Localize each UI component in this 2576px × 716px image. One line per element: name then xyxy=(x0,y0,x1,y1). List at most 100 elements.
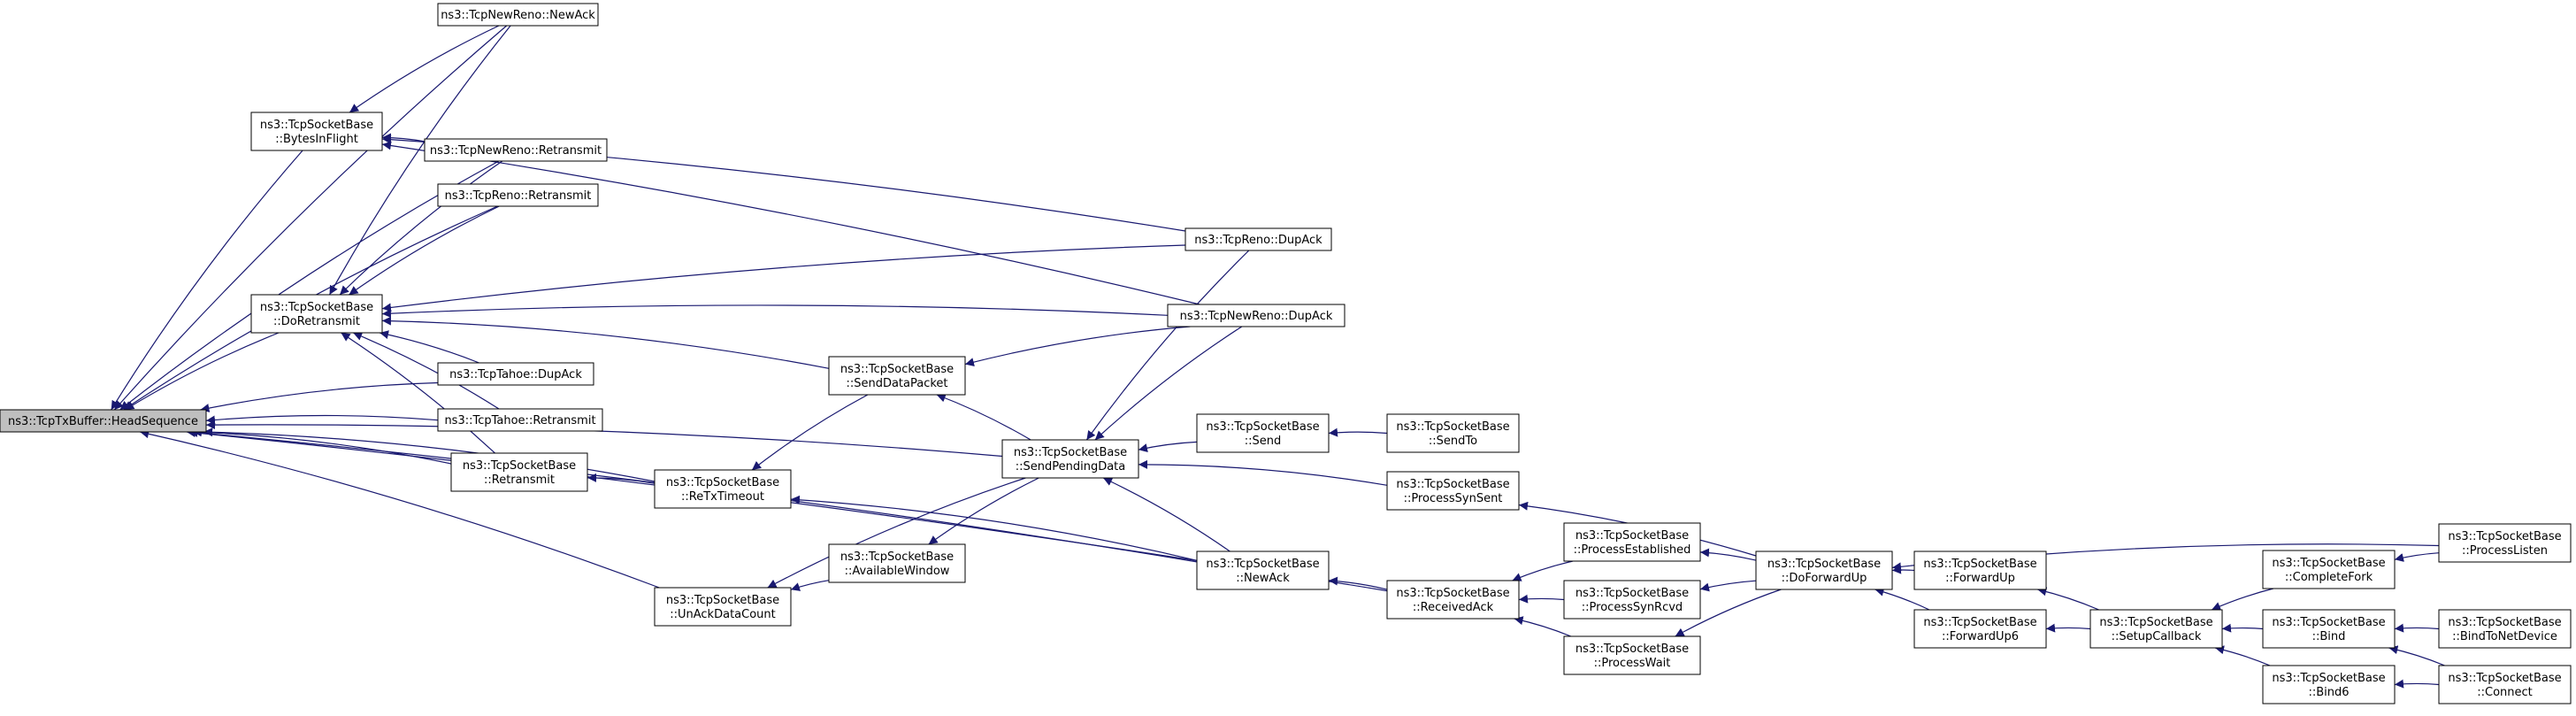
node-ns3-tcpsocketbase-availablewindow[interactable]: ns3::TcpSocketBase::AvailableWindow xyxy=(828,543,966,583)
node-ns3-tcpsocketbase-setupcallback[interactable]: ns3::TcpSocketBase::SetupCallback xyxy=(2089,609,2223,649)
edge-line xyxy=(1102,477,1230,552)
node-label: ::SendTo xyxy=(1429,435,1477,448)
edge-nrnewack-to-doret xyxy=(328,25,511,296)
node-box xyxy=(1386,413,1520,453)
node-ns3-tcpsocketbase-bytesinflight[interactable]: ns3::TcpSocketBase::BytesInFlight xyxy=(250,112,383,151)
node-ns3-tcpsocketbase-processsynrcvd[interactable]: ns3::TcpSocketBase::ProcessSynRcvd xyxy=(1563,580,1701,620)
node-ns3-tcpsocketbase-bind6[interactable]: ns3::TcpSocketBase::Bind6 xyxy=(2262,665,2396,704)
node-box xyxy=(450,452,588,492)
node-ns3-tcpsocketbase-forwardup[interactable]: ns3::TcpSocketBase::ForwardUp xyxy=(1913,550,2047,590)
node-label: ::CompleteFork xyxy=(2285,571,2373,584)
node-label: ::Bind6 xyxy=(2308,686,2349,699)
node-label: ns3::TcpSocketBase xyxy=(840,363,954,376)
node-ns3-tcpnewreno-newack[interactable]: ns3::TcpNewReno::NewAck xyxy=(437,3,599,27)
edge-line xyxy=(349,205,500,296)
node-label: ::AvailableWindow xyxy=(845,565,950,578)
node-label: ns3::TcpReno::DupAck xyxy=(1194,234,1322,247)
edge-line xyxy=(751,394,869,471)
node-ns3-tcpsocketbase-completefork[interactable]: ns3::TcpSocketBase::CompleteFork xyxy=(2262,550,2396,589)
node-ns3-tcpnewreno-dupack[interactable]: ns3::TcpNewReno::DupAck xyxy=(1167,304,1346,327)
edge-pwait-to-recvack xyxy=(1514,616,1572,637)
edge-sbret-to-doret xyxy=(341,332,495,454)
node-label: ns3::TcpSocketBase xyxy=(1576,643,1689,656)
node-ns3-tcpsocketbase-send[interactable]: ns3::TcpSocketBase::Send xyxy=(1196,413,1330,453)
node-label: ns3::TcpSocketBase xyxy=(1396,587,1509,600)
node-label: ::ForwardUp6 xyxy=(1942,630,2019,643)
node-box xyxy=(1563,522,1701,562)
node-ns3-tcpsocketbase-sendpendingdata[interactable]: ns3::TcpSocketBase::SendPendingData xyxy=(1001,439,1139,479)
node-label: ::ProcessSynRcvd xyxy=(1582,601,1683,614)
edge-spd-to-avail xyxy=(928,477,1039,545)
node-ns3-tcptxbuffer-headsequence[interactable]: ns3::TcpTxBuffer::HeadSequence xyxy=(0,409,207,433)
node-ns3-tcpsocketbase-unackdatacount[interactable]: ns3::TcpSocketBase::UnAckDataCount xyxy=(654,587,792,627)
edge-line xyxy=(586,473,656,484)
node-ns3-tcpsocketbase-senddatapacket[interactable]: ns3::TcpSocketBase::SendDataPacket xyxy=(828,356,966,396)
node-box xyxy=(250,112,383,151)
node-ns3-tcpnewreno-retransmit[interactable]: ns3::TcpNewReno::Retransmit xyxy=(424,138,608,162)
edge-nrdup-to-spd xyxy=(1094,326,1243,441)
node-label: ns3::TcpNewReno::NewAck xyxy=(441,9,595,22)
edge-line xyxy=(1518,594,1565,604)
node-ns3-tcpsocketbase-bind[interactable]: ns3::TcpSocketBase::Bind xyxy=(2262,609,2396,649)
edge-cfork-to-setcb xyxy=(2211,588,2274,611)
node-ns3-tcpsocketbase-processwait[interactable]: ns3::TcpSocketBase::ProcessWait xyxy=(1563,635,1701,675)
node-box xyxy=(1913,550,2047,590)
node-label: ns3::TcpTahoe::Retransmit xyxy=(444,414,595,427)
node-ns3-tcpsocketbase-bindtonetdevice[interactable]: ns3::TcpSocketBase::BindToNetDevice xyxy=(2438,609,2572,649)
node-ns3-tcpsocketbase-processsynsent[interactable]: ns3::TcpSocketBase::ProcessSynSent xyxy=(1386,471,1520,511)
function-nodes: ns3::TcpTxBuffer::HeadSequencens3::TcpSo… xyxy=(0,3,2572,704)
edge-line xyxy=(964,326,1191,366)
edge-line xyxy=(1514,616,1572,637)
node-label: ns3::TcpSocketBase xyxy=(2272,616,2385,629)
node-ns3-tcpsocketbase-connect[interactable]: ns3::TcpSocketBase::Connect xyxy=(2438,665,2572,704)
node-box xyxy=(1167,304,1346,327)
edge-line xyxy=(352,332,500,410)
node-label: ::Send xyxy=(1245,435,1282,448)
edge-line xyxy=(928,477,1039,545)
node-label: ::NewAck xyxy=(1236,572,1290,585)
node-ns3-tcpsocketbase-doforwardup[interactable]: ns3::TcpSocketBase::DoForwardUp xyxy=(1755,550,1893,590)
edge-tahoedup-to-doret xyxy=(379,330,479,364)
node-label: ::ProcessWait xyxy=(1594,657,1671,670)
edge-line xyxy=(1094,326,1243,441)
edge-nrnewack-to-head xyxy=(113,25,508,411)
edge-spd-to-head xyxy=(205,420,1003,458)
node-ns3-tcpreno-dupack[interactable]: ns3::TcpReno::DupAck xyxy=(1184,227,1332,251)
node-ns3-tcpsocketbase-sendto[interactable]: ns3::TcpSocketBase::SendTo xyxy=(1386,413,1520,453)
edge-line xyxy=(203,427,656,482)
node-ns3-tcptahoe-dupack[interactable]: ns3::TcpTahoe::DupAck xyxy=(437,362,594,386)
node-label: ns3::TcpSocketBase xyxy=(2448,616,2561,629)
node-box xyxy=(1184,227,1332,251)
edge-line xyxy=(1085,250,1250,441)
edge-plisten-to-cfork xyxy=(2394,552,2440,562)
node-box xyxy=(1913,609,2047,649)
edge-line xyxy=(381,304,1169,319)
node-ns3-tcpsocketbase-doretransmit[interactable]: ns3::TcpSocketBase::DoRetransmit xyxy=(250,294,383,334)
edge-setcb-to-fu xyxy=(2037,587,2099,611)
edge-line xyxy=(790,495,1198,561)
node-ns3-tcpsocketbase-newack[interactable]: ns3::TcpSocketBase::NewAck xyxy=(1196,550,1330,590)
node-ns3-tcpsocketbase-forwardup6[interactable]: ns3::TcpSocketBase::ForwardUp6 xyxy=(1913,609,2047,649)
edge-setcb-to-fu6 xyxy=(2045,623,2091,633)
node-ns3-tcpsocketbase-retransmit[interactable]: ns3::TcpSocketBase::Retransmit xyxy=(450,452,588,492)
edge-bind6-to-setcb xyxy=(2214,645,2271,666)
edge-line xyxy=(205,414,439,425)
node-label: ::ProcessSynSent xyxy=(1404,492,1503,505)
node-label: ns3::TcpSocketBase xyxy=(1576,529,1689,543)
node-ns3-tcpsocketbase-processlisten[interactable]: ns3::TcpSocketBase::ProcessListen xyxy=(2438,523,2572,563)
edge-line xyxy=(2045,623,2091,633)
node-ns3-tcpreno-retransmit[interactable]: ns3::TcpReno::Retransmit xyxy=(437,183,599,207)
edge-line xyxy=(381,141,1200,305)
node-ns3-tcpsocketbase-receivedack[interactable]: ns3::TcpSocketBase::ReceivedAck xyxy=(1386,580,1520,620)
node-label: ns3::TcpTxBuffer::HeadSequence xyxy=(8,415,198,428)
edge-doret-to-head xyxy=(125,332,280,411)
edge-line xyxy=(1675,589,1782,637)
node-label: ::Bind xyxy=(2312,630,2346,643)
node-label: ::SendDataPacket xyxy=(846,377,947,390)
edge-line xyxy=(1328,427,1388,437)
node-ns3-tcpsocketbase-retxtimeout[interactable]: ns3::TcpSocketBase::ReTxTimeout xyxy=(654,469,792,509)
edge-line xyxy=(1328,576,1388,590)
node-ns3-tcpsocketbase-processestablished[interactable]: ns3::TcpSocketBase::ProcessEstablished xyxy=(1563,522,1701,562)
node-box xyxy=(654,469,792,509)
node-ns3-tcptahoe-retransmit[interactable]: ns3::TcpTahoe::Retransmit xyxy=(437,408,603,432)
